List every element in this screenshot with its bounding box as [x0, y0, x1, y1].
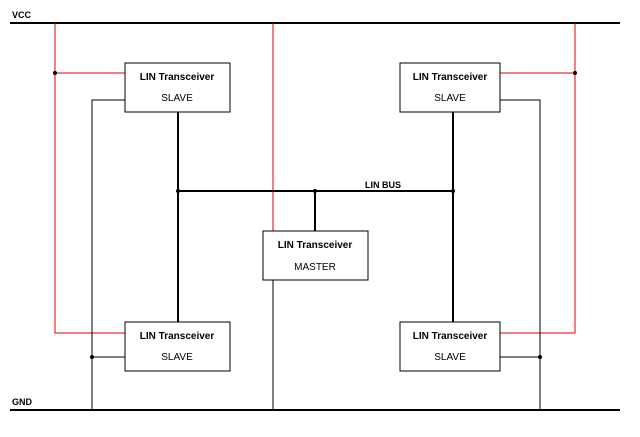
node-title: LIN Transceiver — [413, 331, 488, 342]
node-role: SLAVE — [161, 352, 193, 363]
node-title: LIN Transceiver — [278, 240, 353, 251]
node-role: SLAVE — [434, 352, 466, 363]
node-master: LIN Transceiver MASTER — [262, 230, 369, 281]
node-role: SLAVE — [434, 93, 466, 104]
gnd-label: GND — [12, 397, 33, 407]
lin-bus-wires — [177, 112, 454, 322]
node-role: MASTER — [294, 262, 336, 273]
gnd-wires — [91, 99, 541, 410]
node-title: LIN Transceiver — [140, 72, 215, 83]
node-title: LIN Transceiver — [140, 331, 215, 342]
lin-bus-label: LIN BUS — [365, 180, 401, 190]
node-slave-top-left: LIN Transceiver SLAVE — [124, 62, 231, 113]
node-title: LIN Transceiver — [413, 72, 488, 83]
node-slave-bottom-right: LIN Transceiver SLAVE — [399, 321, 501, 372]
junction-dots — [53, 71, 577, 359]
node-slave-top-right: LIN Transceiver SLAVE — [399, 62, 501, 113]
node-role: SLAVE — [161, 93, 193, 104]
vcc-label: VCC — [12, 10, 32, 20]
node-slave-bottom-left: LIN Transceiver SLAVE — [124, 321, 231, 372]
